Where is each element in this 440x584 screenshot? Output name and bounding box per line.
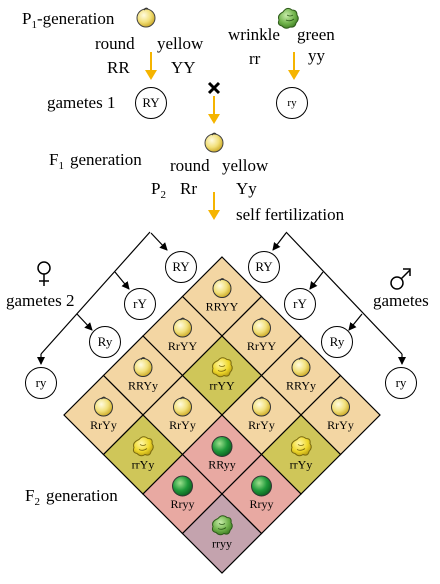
yellow-round-pea-icon <box>204 132 224 153</box>
f2-letter: F <box>25 486 35 505</box>
punnett-cell-genotype: rrYy <box>132 458 155 472</box>
male-gamete-ry-2: rY <box>284 288 316 320</box>
gamete-branch-lines <box>37 231 406 365</box>
f2-rest: generation <box>45 486 118 505</box>
f2-sub: 2 <box>34 496 40 508</box>
green-wrinkled-pea-icon <box>211 515 233 536</box>
punnett-cell-genotype: RRYy <box>128 379 158 393</box>
f1-genotype-yy: Yy <box>236 179 257 198</box>
p1-letter: P <box>22 9 32 28</box>
punnett-cell-genotype: rrYY <box>209 379 235 393</box>
yellow-wrinkled-pea-icon <box>290 436 312 457</box>
male-gamete-ry-3: Ry <box>321 326 353 358</box>
yellow-round-pea-icon <box>291 357 311 377</box>
yellow-round-pea-icon <box>252 317 271 338</box>
p2-letter: P <box>151 179 161 198</box>
p1-left-genotype-yy: YY <box>171 58 196 77</box>
p1-right-phenotype-green: green <box>297 25 335 44</box>
green-round-pea-icon <box>251 475 272 497</box>
p1-right-genotype-yy: yy <box>308 46 325 65</box>
gametes1-label: gametes 1 <box>47 93 116 112</box>
p1-right-phenotype-wrinkle: wrinkle <box>228 25 280 44</box>
green-wrinkled-pea-icon <box>277 7 299 29</box>
green-round-pea-icon <box>211 436 233 457</box>
p1-left-genotype-rr: RR <box>107 58 130 77</box>
punnett-cell-genotype: rryy <box>212 537 232 551</box>
female-gamete-ry-1: RY <box>165 251 197 283</box>
female-gamete-ry-4: ry <box>25 367 57 399</box>
punnett-cell-genotype: RRYY <box>206 300 239 314</box>
p1-left-phenotype-round: round <box>95 34 135 53</box>
yellow-arrows <box>145 52 300 220</box>
self-fertilization-label: self fertilization <box>236 205 345 224</box>
yellow-round-pea-icon <box>212 278 232 298</box>
punnett-cell-genotype: Rryy <box>171 497 195 511</box>
punnett-cell-genotype: RrYY <box>247 339 277 353</box>
yellow-round-pea-icon <box>331 396 350 417</box>
yellow-wrinkled-pea-icon <box>132 436 154 457</box>
cross-icon <box>207 81 221 95</box>
gamete1-left: RY <box>135 87 167 119</box>
punnett-cell-genotype: RrYy <box>248 418 275 432</box>
yellow-round-pea-icon <box>94 396 113 417</box>
green-round-pea-icon <box>172 475 193 497</box>
punnett-cell-genotype: RrYy <box>327 418 354 432</box>
punnett-cell-genotype: rrYy <box>290 458 313 472</box>
p2-sub: 2 <box>160 189 166 201</box>
gametes2-male-label: gametes <box>373 291 429 310</box>
male-symbol-icon <box>390 268 411 290</box>
female-symbol-icon <box>37 261 51 286</box>
yellow-round-pea-icon <box>252 396 271 417</box>
f1-phenotype-round: round <box>170 156 210 175</box>
p2-label: P2 <box>151 179 166 201</box>
yellow-wrinkled-pea-icon <box>211 357 233 378</box>
p1-rest: -generation <box>36 9 115 28</box>
f1-rest: generation <box>69 150 142 169</box>
female-gamete-ry-3: Ry <box>89 326 121 358</box>
f1-generation-label: F1 generation <box>49 150 142 172</box>
punnett-cell-genotype: RRYy <box>286 379 316 393</box>
punnett-cell-genotype: RrYY <box>168 339 198 353</box>
p1-right-genotype-rr: rr <box>249 49 261 68</box>
punnett-cell: rryy <box>181 493 263 574</box>
punnett-cell-genotype: RrYy <box>169 418 196 432</box>
yellow-round-pea-icon <box>136 7 156 28</box>
yellow-round-pea-icon <box>173 317 192 338</box>
punnett-cell-genotype: RRyy <box>208 458 236 472</box>
f1-letter: F <box>49 150 59 169</box>
f2-generation-label: F2 generation <box>25 486 118 508</box>
gametes2-female-label: gametes 2 <box>6 291 75 310</box>
f1-phenotype-yellow: yellow <box>222 156 269 175</box>
f1-genotype-rr: Rr <box>180 179 197 198</box>
male-gamete-ry-1: RY <box>248 251 280 283</box>
female-gamete-ry-2: rY <box>124 288 156 320</box>
male-gamete-ry-4: ry <box>385 367 417 399</box>
p1-generation-label: P1-generation <box>22 9 115 31</box>
p1-left-phenotype-yellow: yellow <box>157 34 204 53</box>
f1-sub: 1 <box>58 160 64 172</box>
p1-sub: 1 <box>31 19 37 31</box>
gamete1-right: ry <box>276 87 308 119</box>
punnett-cell-genotype: RrYy <box>90 418 117 432</box>
punnett-cell-genotype: Rryy <box>250 497 274 511</box>
yellow-round-pea-icon <box>133 357 153 377</box>
yellow-round-pea-icon <box>173 396 192 417</box>
